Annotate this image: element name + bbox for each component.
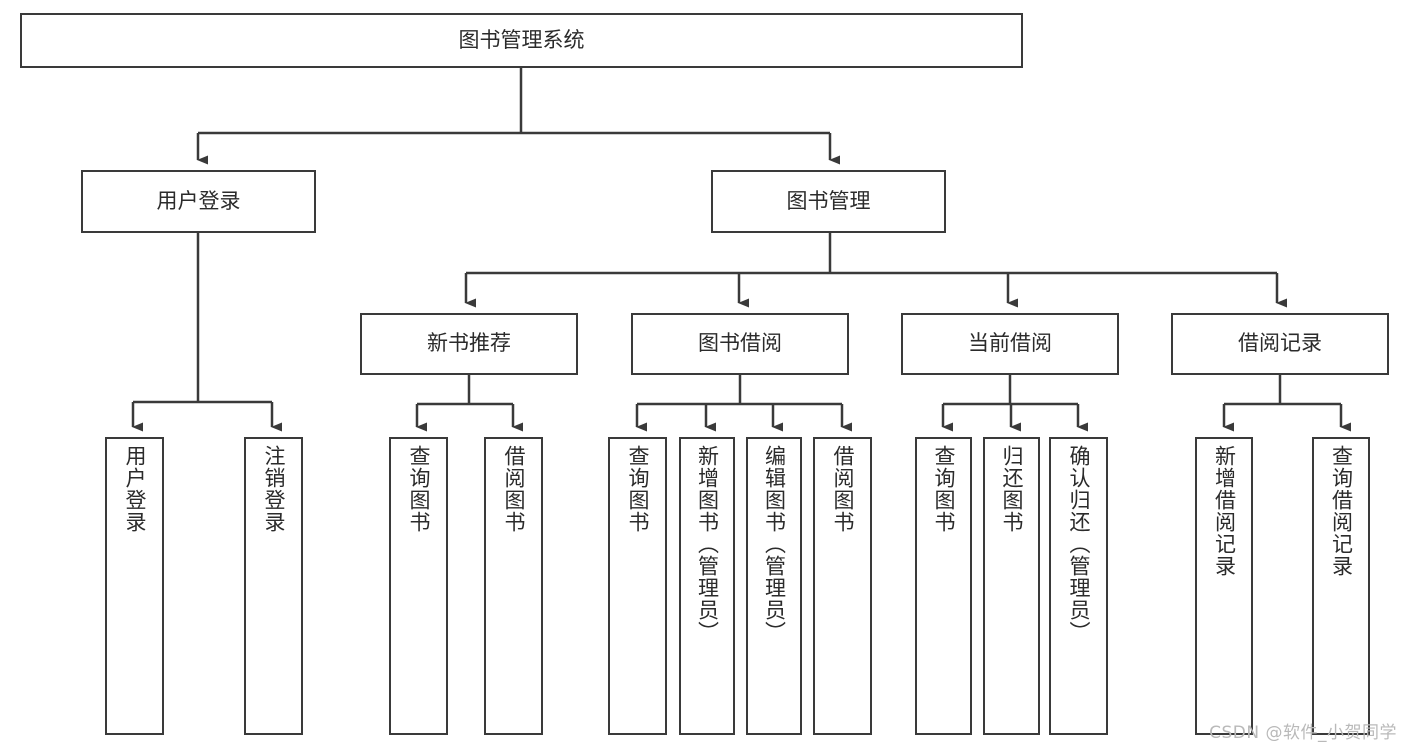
node-leaf-borrow-book-1-label: 借阅图书 <box>502 445 526 533</box>
node-new-book-rec[interactable]: 新书推荐 <box>360 313 578 375</box>
node-leaf-edit-book[interactable]: 编辑图书（管理员） <box>746 437 802 735</box>
node-current-borrow-label: 当前借阅 <box>968 331 1052 356</box>
node-leaf-user-login-label: 用户登录 <box>123 445 147 533</box>
node-leaf-confirm-return[interactable]: 确认归还（管理员） <box>1049 437 1108 735</box>
node-leaf-borrow-book-1[interactable]: 借阅图书 <box>484 437 543 735</box>
node-leaf-user-login[interactable]: 用户登录 <box>105 437 164 735</box>
node-leaf-borrow-book-2-label: 借阅图书 <box>831 445 855 533</box>
node-root[interactable]: 图书管理系统 <box>20 13 1023 68</box>
node-user-login-label: 用户登录 <box>156 188 241 213</box>
node-leaf-return-book-label: 归还图书 <box>1000 445 1024 533</box>
node-book-borrow-label: 图书借阅 <box>698 331 782 356</box>
node-leaf-logout[interactable]: 注销登录 <box>244 437 303 735</box>
node-current-borrow[interactable]: 当前借阅 <box>901 313 1119 375</box>
node-book-manage-label: 图书管理 <box>786 188 871 213</box>
node-leaf-query-book-1-label: 查询图书 <box>407 445 431 533</box>
node-leaf-confirm-return-label: 确认归还（管理员） <box>1067 445 1091 643</box>
node-leaf-return-book[interactable]: 归还图书 <box>983 437 1040 735</box>
watermark: CSDN @软件_小贺同学 <box>1209 723 1397 743</box>
node-leaf-query-book-3[interactable]: 查询图书 <box>915 437 972 735</box>
node-leaf-add-book[interactable]: 新增图书（管理员） <box>679 437 735 735</box>
node-book-borrow[interactable]: 图书借阅 <box>631 313 849 375</box>
node-borrow-record[interactable]: 借阅记录 <box>1171 313 1389 375</box>
node-leaf-query-record-label: 查询借阅记录 <box>1329 445 1354 577</box>
node-borrow-record-label: 借阅记录 <box>1238 331 1322 356</box>
node-leaf-query-book-1[interactable]: 查询图书 <box>389 437 448 735</box>
node-leaf-query-book-3-label: 查询图书 <box>932 445 956 533</box>
node-leaf-query-book-2[interactable]: 查询图书 <box>608 437 667 735</box>
node-user-login[interactable]: 用户登录 <box>81 170 316 233</box>
node-leaf-query-book-2-label: 查询图书 <box>626 445 650 533</box>
node-leaf-add-book-label: 新增图书（管理员） <box>695 445 720 643</box>
node-leaf-add-record-label: 新增借阅记录 <box>1212 445 1237 577</box>
node-book-manage[interactable]: 图书管理 <box>711 170 946 233</box>
node-leaf-logout-label: 注销登录 <box>262 445 286 533</box>
node-leaf-borrow-book-2[interactable]: 借阅图书 <box>813 437 872 735</box>
node-root-label: 图书管理系统 <box>458 27 585 52</box>
node-leaf-add-record[interactable]: 新增借阅记录 <box>1195 437 1253 735</box>
node-leaf-edit-book-label: 编辑图书（管理员） <box>762 445 787 643</box>
node-leaf-query-record[interactable]: 查询借阅记录 <box>1312 437 1370 735</box>
node-new-book-rec-label: 新书推荐 <box>427 331 511 356</box>
